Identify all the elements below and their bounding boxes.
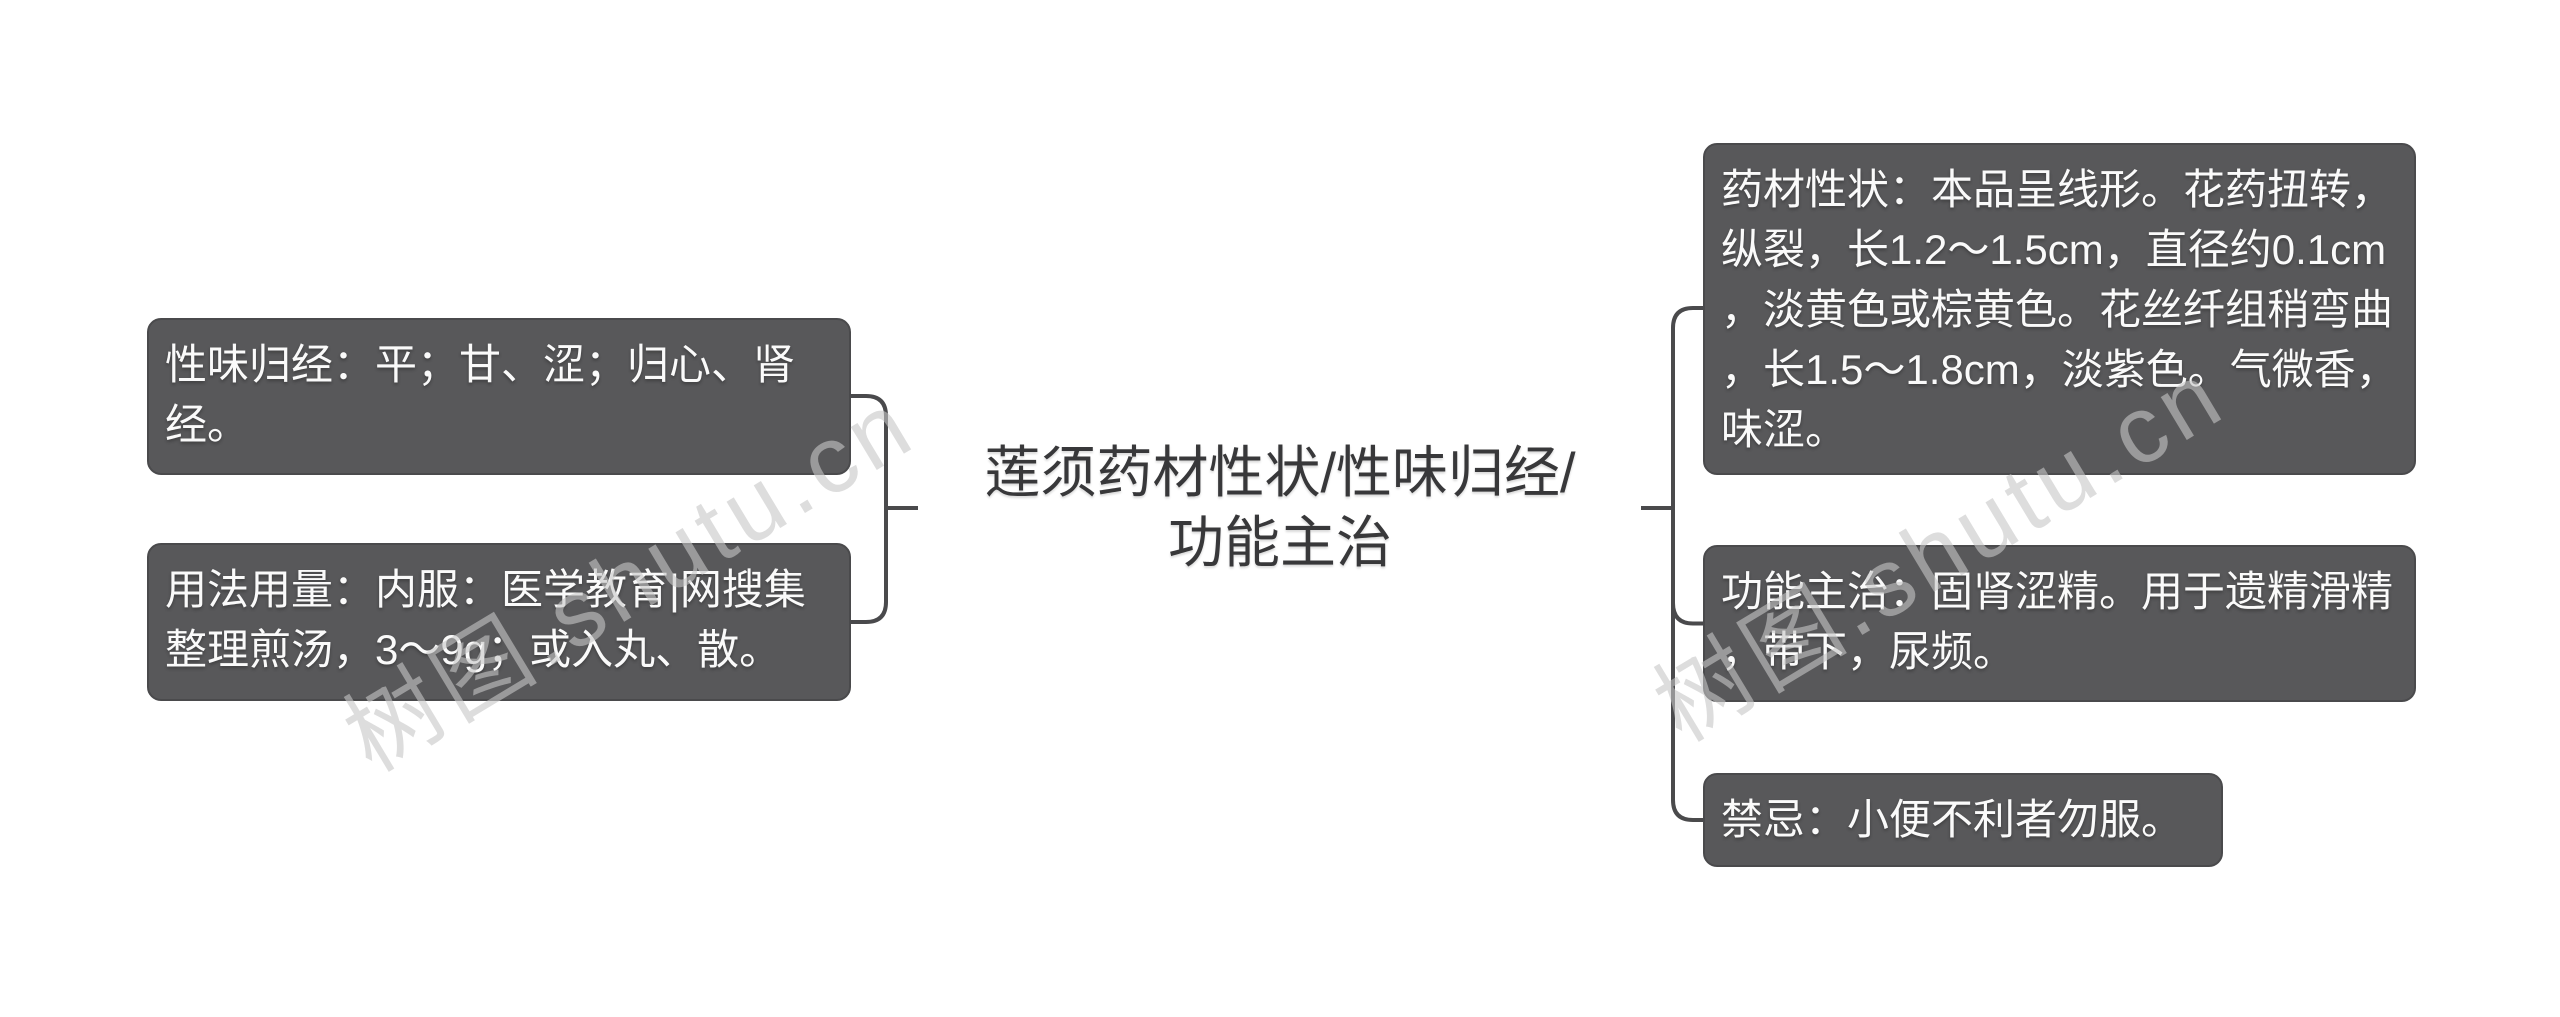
node-jinji[interactable]: 禁忌：小便不利者勿服。 (1703, 773, 2223, 867)
root-node-title[interactable]: 莲须药材性状/性味归经/功能主治 (984, 441, 1576, 574)
node-xingwei-guijing[interactable]: 性味归经：平；甘、涩；归心、肾经。 (147, 318, 851, 475)
right-bracket-line (1671, 306, 1703, 822)
node-yaocai-xingzhuang[interactable]: 药材性状：本品呈线形。花药扭转，纵裂，长1.2～1.5cm，直径约0.1cm，淡… (1703, 143, 2416, 475)
node-gongneng-zhuzhi[interactable]: 功能主治：固肾涩精。用于遗精滑精，带下，尿频。 (1703, 545, 2416, 702)
right-bracket-branch (1671, 602, 1703, 626)
left-bracket-line (851, 394, 888, 624)
node-yongfa-yongliang[interactable]: 用法用量：内服：医学教育|网搜集整理煎汤，3～9g；或入丸、散。 (147, 543, 851, 701)
